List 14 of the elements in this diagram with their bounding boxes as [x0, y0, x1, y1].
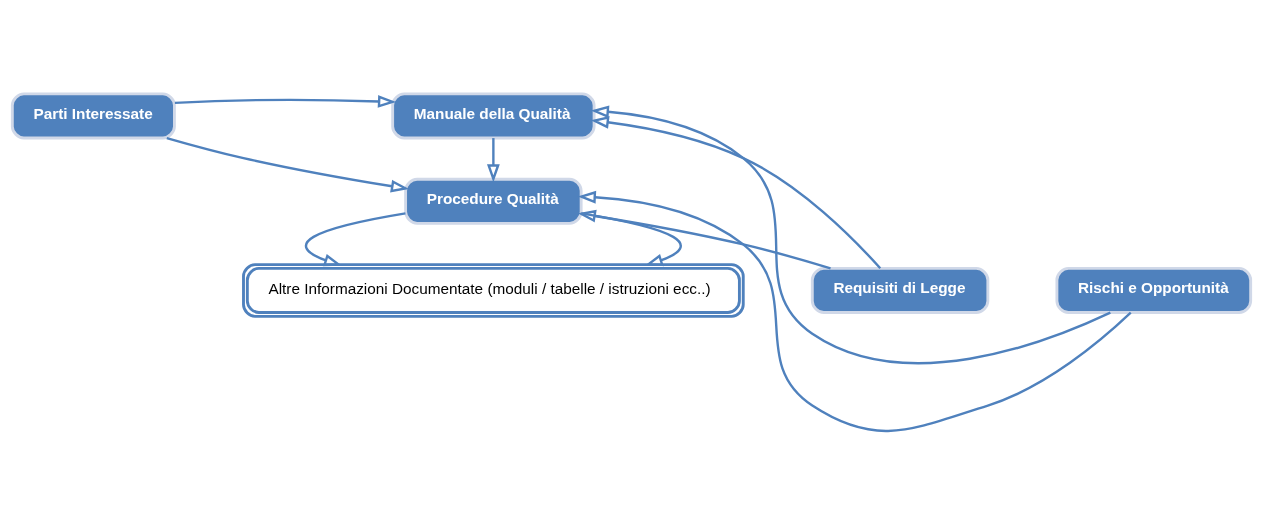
arrow	[486, 138, 500, 183]
arrow	[304, 212, 406, 267]
node-box: Requisiti di Legge	[810, 266, 990, 314]
arrow	[174, 95, 397, 108]
arrow	[166, 136, 410, 193]
arrow	[577, 190, 1132, 433]
node-box: Parti Interessate	[10, 92, 176, 140]
arrow	[590, 116, 882, 270]
node-box: Procedure Qualità	[404, 177, 583, 225]
arrow	[577, 209, 831, 270]
node-box: Manuale della Qualità	[391, 92, 596, 140]
arrow	[590, 105, 1111, 365]
arrow	[581, 212, 682, 267]
node-box: Rischi e Opportunità	[1055, 266, 1253, 314]
